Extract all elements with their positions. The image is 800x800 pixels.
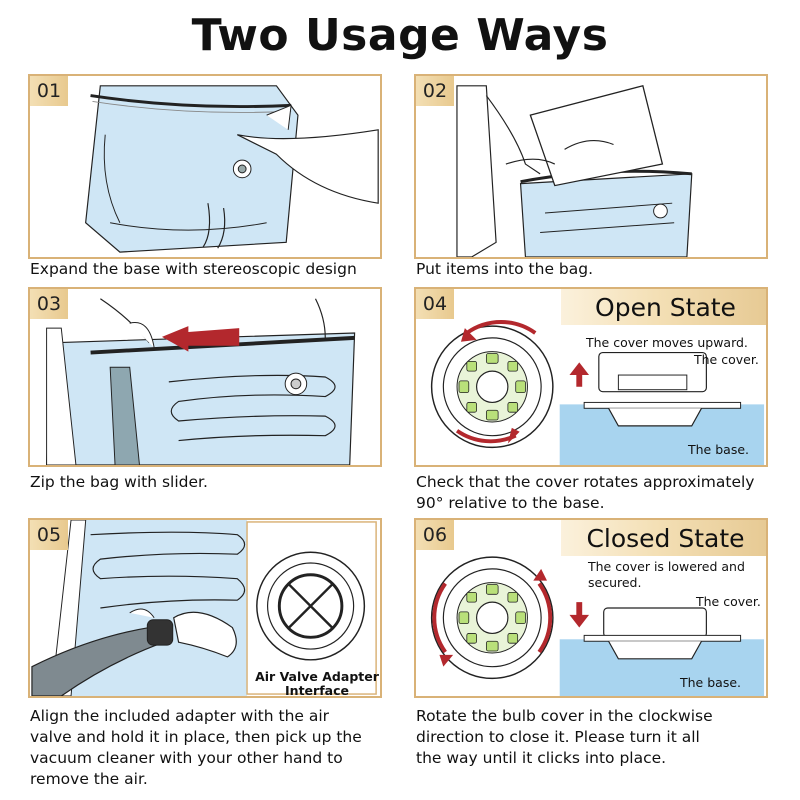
step-04-caption-line: Check that the cover rotates approximate… [416, 473, 755, 491]
step-01-panel: 01 [28, 74, 382, 259]
step-05-caption-line: remove the air. [30, 770, 148, 788]
cover-label: The cover. [694, 352, 759, 367]
closed-state-note-line: secured. [588, 575, 642, 590]
page-title: Two Usage Ways [191, 10, 609, 61]
step-04-caption: Check that the cover rotates approximate… [416, 472, 754, 514]
adapter-label-line: Air Valve Adapter [255, 669, 379, 684]
step-06-caption-line: Rotate the bulb cover in the clockwise [416, 707, 713, 725]
put-items-illustration [456, 85, 693, 257]
closed-state-label: Closed State [561, 520, 766, 556]
step-05-caption-line: Align the included adapter with the air [30, 707, 330, 725]
step-06-caption: Rotate the bulb cover in the clockwise d… [416, 706, 713, 769]
cover-label: The cover. [696, 594, 761, 609]
step-01-caption: Expand the base with stereoscopic design [30, 260, 357, 278]
step-number: 05 [30, 520, 68, 550]
base-label: The base. [688, 442, 749, 457]
expand-base-illustration [85, 85, 379, 253]
closed-state-note-line: The cover is lowered and [588, 559, 745, 574]
step-03-panel: 03 [28, 287, 382, 467]
step-06-caption-line: direction to close it. Please turn it al… [416, 728, 700, 746]
adapter-label-line: Interface [285, 683, 349, 698]
step-03-caption: Zip the bag with slider. [30, 473, 208, 491]
zip-bag-illustration [46, 298, 356, 465]
step-04-panel: 04 Open State The cover moves upward. Th… [414, 287, 768, 467]
step-number: 02 [416, 76, 454, 106]
adapter-interface-label: Air Valve Adapter Interface [252, 669, 380, 698]
vacuum-adapter-illustration [31, 520, 377, 696]
base-label: The base. [680, 675, 741, 690]
closed-valve-illustration [430, 520, 765, 696]
step-05-caption-line: vacuum cleaner with your other hand to [30, 749, 343, 767]
step-number: 03 [30, 289, 68, 319]
open-state-note: The cover moves upward. [586, 335, 748, 350]
step-04-caption-line: 90° relative to the base. [416, 494, 605, 512]
open-state-label: Open State [561, 289, 766, 325]
step-05-panel: 05 Air Valve Adapter Interface [28, 518, 382, 698]
step-number: 01 [30, 76, 68, 106]
step-05-caption-line: valve and hold it in place, then pick up… [30, 728, 362, 746]
step-02-caption: Put items into the bag. [416, 260, 594, 278]
step-number: 06 [416, 520, 454, 550]
step-05-caption: Align the included adapter with the air … [30, 706, 362, 790]
step-06-panel: 06 Closed State The cover is lowered and… [414, 518, 768, 698]
step-06-caption-line: the way until it clicks into place. [416, 749, 667, 767]
closed-state-note: The cover is lowered and secured. [588, 559, 745, 591]
step-number: 04 [416, 289, 454, 319]
step-02-panel: 02 [414, 74, 768, 259]
